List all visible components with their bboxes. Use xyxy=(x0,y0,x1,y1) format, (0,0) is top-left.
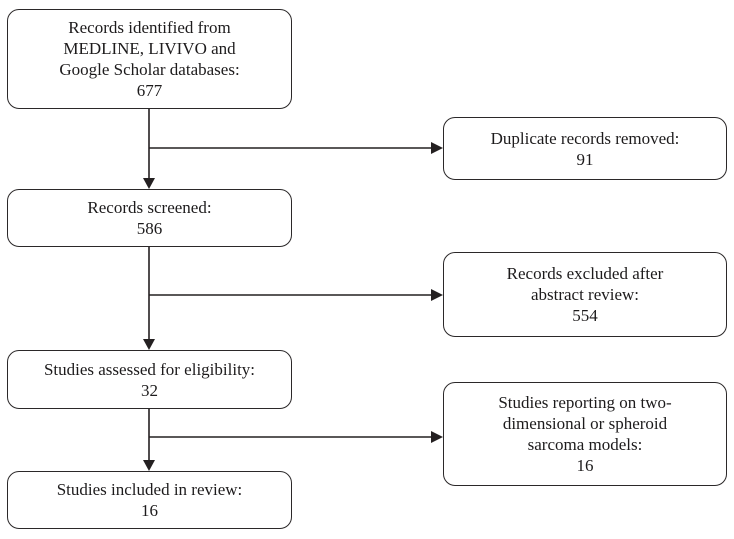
node-studies-assessed: Studies assessed for eligibility: 32 xyxy=(7,350,292,409)
node-records-identified: Records identified from MEDLINE, LIVIVO … xyxy=(7,9,292,109)
arrow-assessed-to-excluded-models xyxy=(149,431,443,443)
node-records-excluded-abstract: Records excluded after abstract review: … xyxy=(443,252,727,337)
arrow-identified-to-duplicates-removed xyxy=(149,142,443,154)
node-records-identified-text: Records identified from MEDLINE, LIVIVO … xyxy=(59,18,240,100)
node-duplicate-records-removed: Duplicate records removed: 91 xyxy=(443,117,727,180)
node-studies-included: Studies included in review: 16 xyxy=(7,471,292,529)
node-studies-excluded-models-text: Studies reporting on two- dimensional or… xyxy=(498,393,672,475)
node-records-screened: Records screened: 586 xyxy=(7,189,292,247)
arrow-assessed-to-included xyxy=(143,409,155,471)
arrow-identified-to-screened xyxy=(143,109,155,189)
node-studies-included-text: Studies included in review: 16 xyxy=(56,480,243,520)
node-duplicate-records-removed-text: Duplicate records removed: 91 xyxy=(490,128,680,169)
arrow-screened-to-assessed xyxy=(143,247,155,350)
node-studies-excluded-models: Studies reporting on two- dimensional or… xyxy=(443,382,727,486)
node-records-screened-text: Records screened: 586 xyxy=(87,198,212,238)
node-records-excluded-abstract-text: Records excluded after abstract review: … xyxy=(506,264,664,325)
node-studies-assessed-text: Studies assessed for eligibility: 32 xyxy=(43,359,256,400)
arrow-screened-to-excluded-abstract xyxy=(149,289,443,301)
